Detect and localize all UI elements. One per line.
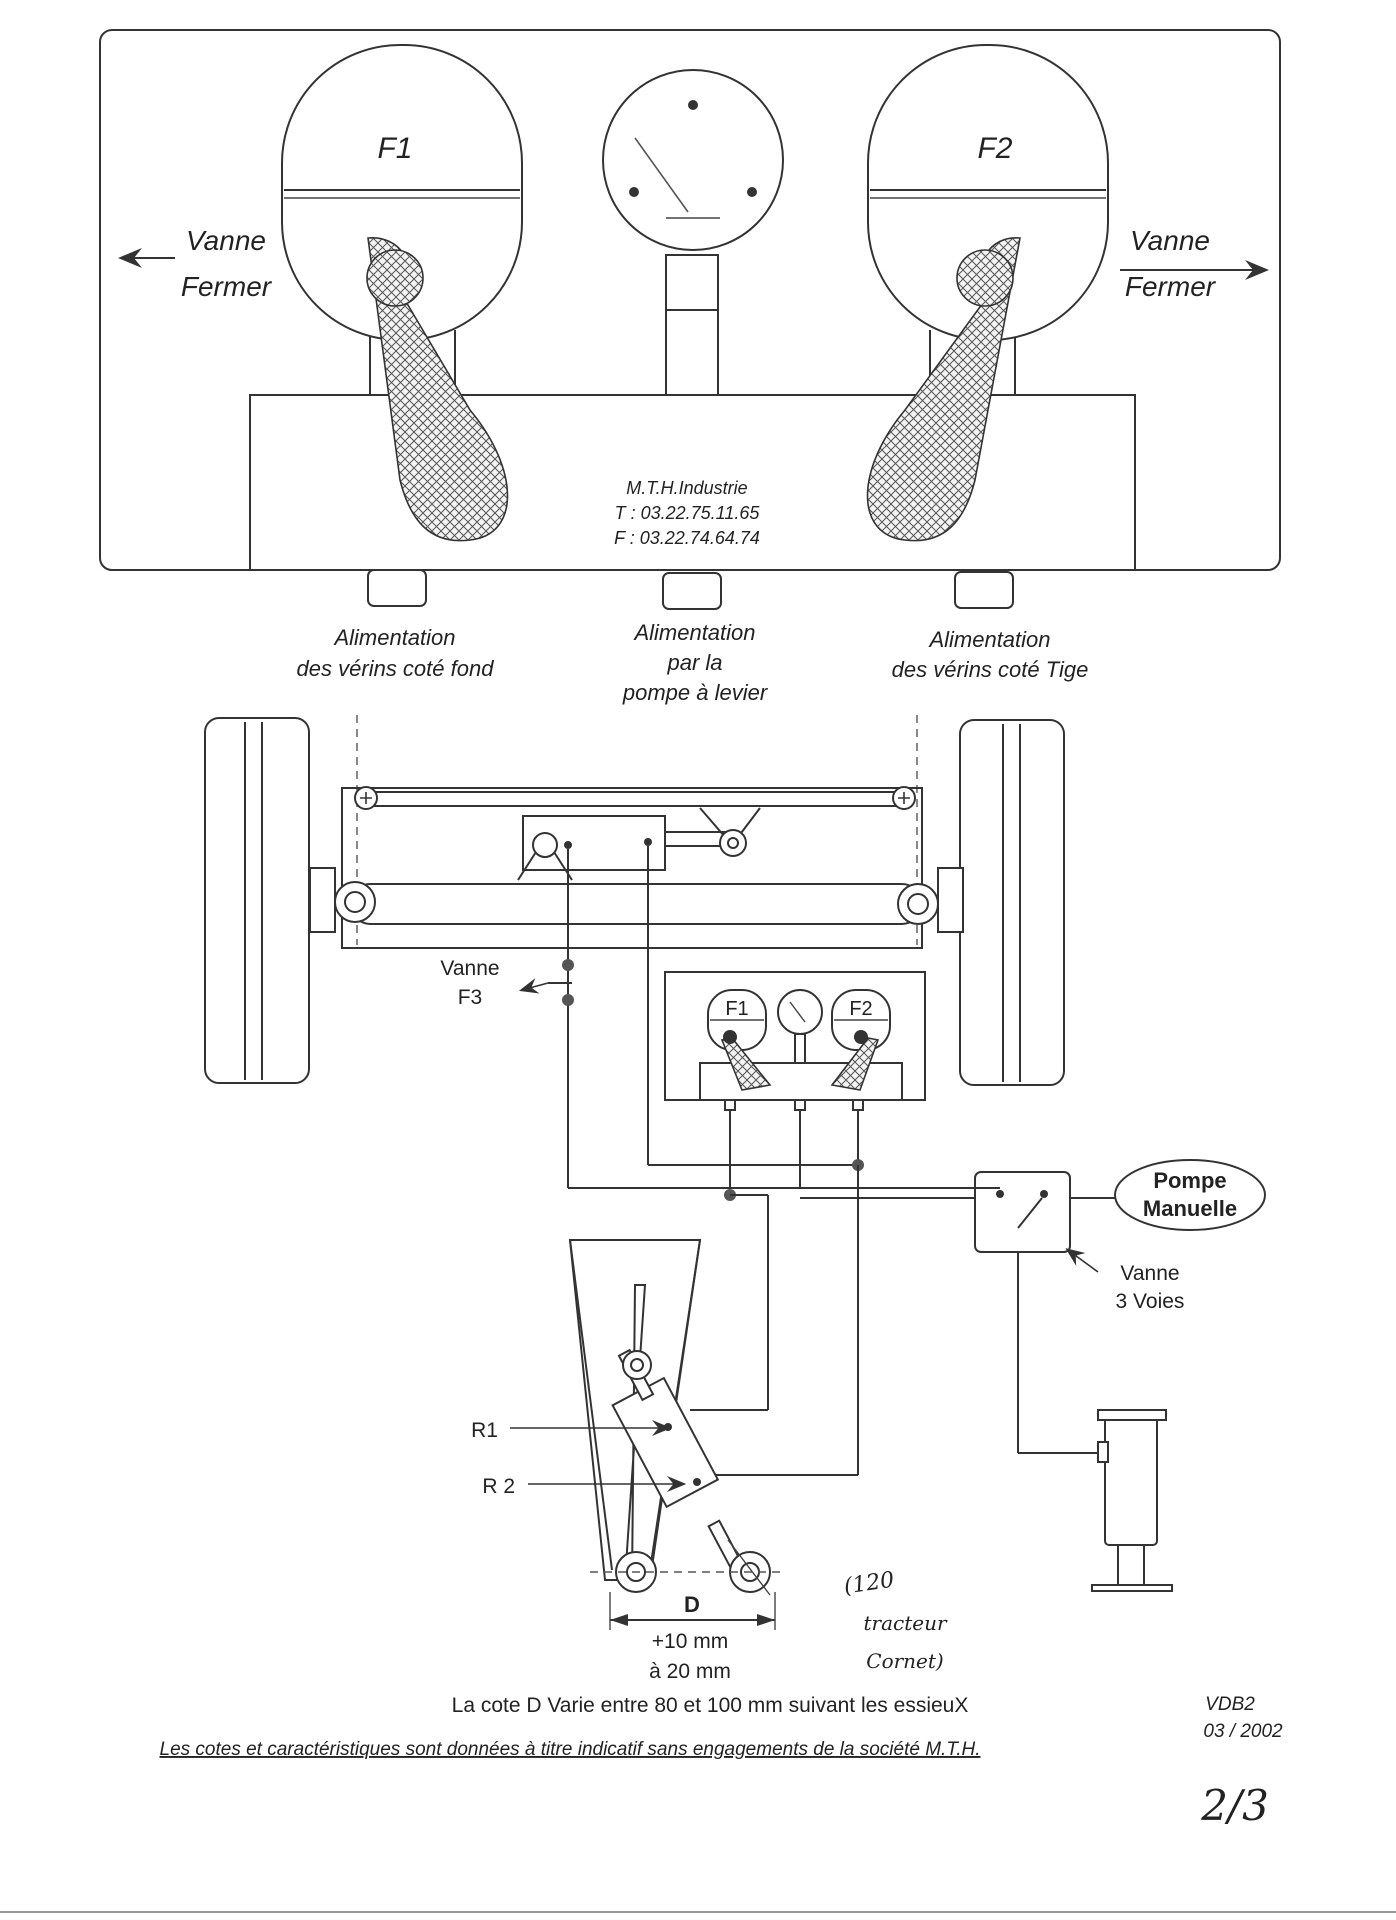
- company-name: M.T.H.Industrie: [626, 478, 747, 498]
- port-tige: [954, 571, 1014, 609]
- axle-beam: [351, 883, 921, 925]
- r1-label: R1: [471, 1419, 498, 1442]
- control-panel: F1 F2 Vanne Fermer: [99, 29, 1281, 610]
- gauge-f1: F1: [281, 44, 523, 542]
- mini-f1-label: F1: [725, 998, 748, 1020]
- company-fax: F : 03.22.74.64.74: [614, 528, 760, 548]
- handwritten-note-line3: Cornet): [866, 1649, 943, 1673]
- valve-3-way[interactable]: Vanne 3 Voies: [974, 1171, 1185, 1313]
- hydraulic-lines: [562, 846, 1115, 1476]
- valve-f3-line2: F3: [458, 986, 483, 1009]
- page-mark: 2/3: [1200, 1781, 1269, 1830]
- r2-label: R 2: [482, 1475, 515, 1498]
- gauge-f1-label: F1: [377, 132, 412, 165]
- tolerance-line2: à 20 mm: [649, 1660, 731, 1683]
- manual-pump[interactable]: Pompe Manuelle: [1114, 1159, 1266, 1231]
- ram-assembly: R1 R 2 D +10 mm à 20 mm: [471, 1239, 780, 1683]
- valve-f3-line1: Vanne: [440, 957, 499, 980]
- pump-line2: Manuelle: [1143, 1196, 1237, 1221]
- company-tel: T : 03.22.75.11.65: [615, 503, 761, 523]
- doc-ref: VDB2: [1205, 1694, 1255, 1715]
- handwritten-note-line1: (120: [842, 1568, 896, 1600]
- valve-3way-line2: 3 Voies: [1116, 1290, 1185, 1313]
- valve-right-line1: Vanne: [1130, 225, 1210, 256]
- port-label-fond-line1: Alimentation: [332, 625, 455, 650]
- footer-note: La cote D Varie entre 80 et 100 mm suiva…: [452, 1694, 969, 1717]
- port-label-pump-line1: Alimentation: [632, 620, 755, 645]
- port-label-pump-line3: pompe à levier: [622, 680, 769, 705]
- port-pump: [662, 572, 722, 610]
- hydraulic-jack: [1091, 1409, 1173, 1592]
- handwritten-note: (120 tracteur Cornet): [842, 1568, 948, 1673]
- wheel-right: [959, 719, 1065, 1086]
- gauge-needle: [634, 137, 689, 213]
- valve-f3[interactable]: Vanne F3: [440, 957, 572, 1009]
- valve-3way-line1: Vanne: [1120, 1262, 1179, 1285]
- mini-control-panel: F1 F2: [664, 971, 926, 1111]
- port-label-tige-line1: Alimentation: [927, 627, 1050, 652]
- tolerance-line1: +10 mm: [652, 1630, 728, 1653]
- axle-assembly: [204, 715, 1065, 1086]
- port-labels: Alimentation des vérins coté fond Alimen…: [297, 620, 1089, 705]
- dimension-d-label: D: [684, 1592, 700, 1617]
- valve-right-line2: Fermer: [1125, 271, 1217, 302]
- doc-date: 03 / 2002: [1203, 1721, 1283, 1742]
- gauge-f2-label: F2: [977, 132, 1012, 165]
- footer-disclaimer: Les cotes et caractéristiques sont donné…: [160, 1739, 981, 1760]
- port-label-tige-line2: des vérins coté Tige: [892, 657, 1089, 682]
- mini-f2-label: F2: [849, 998, 872, 1020]
- port-fond: [367, 569, 427, 607]
- port-label-pump-line2: par la: [666, 650, 722, 675]
- wheel-left: [204, 717, 310, 1084]
- pressure-gauge: [602, 69, 784, 396]
- port-label-fond-line2: des vérins coté fond: [297, 656, 495, 681]
- ram-cylinder: [611, 1376, 720, 1509]
- tie-rod: [363, 791, 905, 807]
- valve-left-line1: Vanne: [186, 225, 266, 256]
- valve-left-line2: Fermer: [181, 271, 273, 302]
- handwritten-note-line2: tracteur: [863, 1611, 947, 1635]
- gauge-f2: F2: [866, 44, 1109, 542]
- pump-line1: Pompe: [1153, 1168, 1226, 1193]
